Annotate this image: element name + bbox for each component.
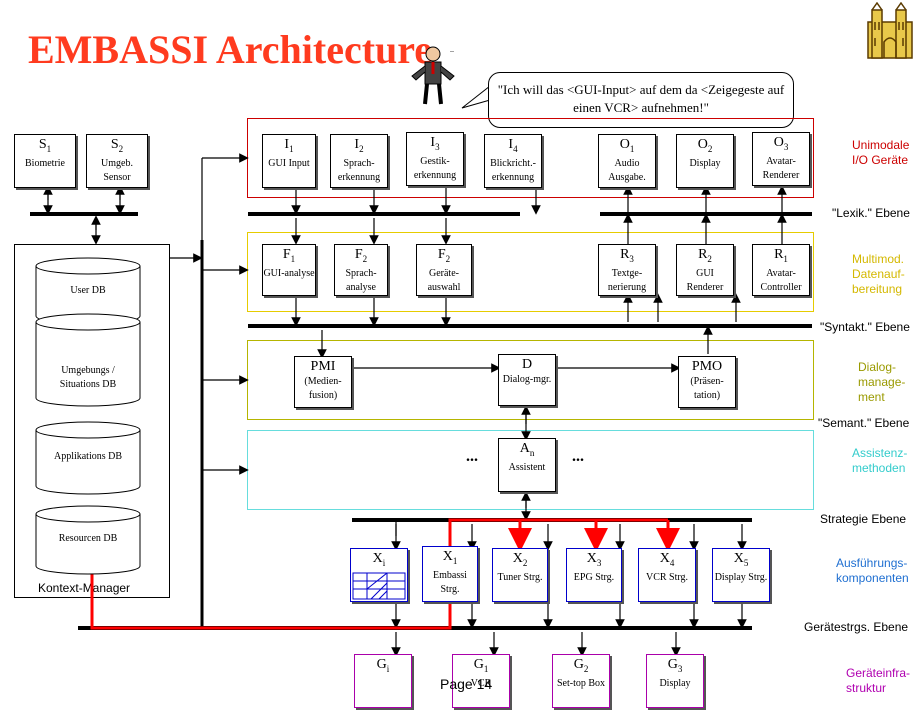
dialog-manager: D Dialog-mgr. <box>498 354 556 406</box>
page-title: EMBASSI Architecture <box>28 27 433 72</box>
input-sprache: I2 Sprach-erkennung <box>330 134 388 188</box>
fusion-gui-analyse: F1 GUI-analyse <box>262 244 316 296</box>
speech-bubble-tail <box>461 85 491 109</box>
level-multimod: Multimod. Datenauf-bereitung <box>852 252 905 296</box>
level-dialog: Dialog-manage-ment <box>858 360 906 404</box>
input-gui: I1 GUI Input <box>262 134 316 188</box>
level-geraeteinfra: Geräteinfra-struktur <box>846 666 911 695</box>
database-user: User DB <box>70 285 106 296</box>
database-resourcen: Resourcen DB <box>58 533 118 544</box>
renderer-gui: R2 GUI Renderer <box>676 244 734 296</box>
device-settop: G2 Set-top Box <box>552 654 610 708</box>
level-geraetestrg: Gerätestrgs. Ebene <box>804 620 909 634</box>
sensor-biometrie: S1 Biometrie <box>14 134 76 188</box>
dialog-pmi: PMI (Medien-fusion) <box>294 356 352 408</box>
output-audio: O1 Audio Ausgabe. <box>598 134 656 188</box>
strategy-epg: X3 EPG Strg. <box>566 548 622 602</box>
output-avatar: O3 Avatar-Renderer <box>752 132 810 186</box>
level-strategie: Strategie Ebene <box>820 512 907 526</box>
device-vcr: G1 VCR <box>452 654 510 708</box>
renderer-avatar: R1 Avatar-Controller <box>752 244 810 296</box>
level-ausfuehrung: Ausführungs-komponenten <box>836 556 909 585</box>
level-unimodal-io: Unimodale I/O Geräte <box>852 138 910 167</box>
strategy-display: X5 Display Strg. <box>712 548 770 602</box>
fusion-sprach-analyse: F2 Sprach-analyse <box>334 244 388 296</box>
strategy-xi: Xi <box>350 548 408 602</box>
assistant-dots-left: ... <box>466 448 478 465</box>
database-umgebung: Umgebungs / Situations DB <box>59 365 117 390</box>
strategy-xi-grid-icon <box>352 572 406 600</box>
strategy-vcr: X4 VCR Strg. <box>638 548 696 602</box>
strategy-tuner: X2 Tuner Strg. <box>492 548 548 602</box>
kontext-manager-label: Kontext-Manager <box>38 581 131 595</box>
device-display: G3 Display <box>646 654 704 708</box>
svg-text:..: .. <box>450 45 454 54</box>
strategy-embassi: X1 Embassi Strg. <box>422 546 478 602</box>
page-number: Page 14 <box>440 676 493 692</box>
renderer-text: R3 Textge-nerierung <box>598 244 656 296</box>
output-display: O2 Display <box>676 134 734 188</box>
level-assistenz: Assistenz-methoden <box>852 446 908 475</box>
assistant-box: An Assistent <box>498 438 556 492</box>
dialog-pmo: PMO (Präsen-tation) <box>678 356 736 408</box>
castle-logo <box>867 2 913 59</box>
person-icon: .. <box>411 45 455 105</box>
assistant-dots-right: ... <box>572 448 584 465</box>
input-gestik: I3 Gestik-erkennung <box>406 132 464 186</box>
sensor-umgebung: S2 Umgeb. Sensor <box>86 134 148 188</box>
level-semant: "Semant." Ebene <box>818 416 910 430</box>
input-blick: I4 Blickricht.-erkennung <box>484 134 542 188</box>
fusion-geraeteauswahl: F2 Geräte-auswahl <box>416 244 472 296</box>
device-gi: Gi <box>354 654 412 708</box>
level-syntakt: "Syntakt." Ebene <box>820 320 910 334</box>
level-lexik: "Lexik." Ebene <box>832 206 910 220</box>
database-applikation: Applikations DB <box>53 451 123 462</box>
